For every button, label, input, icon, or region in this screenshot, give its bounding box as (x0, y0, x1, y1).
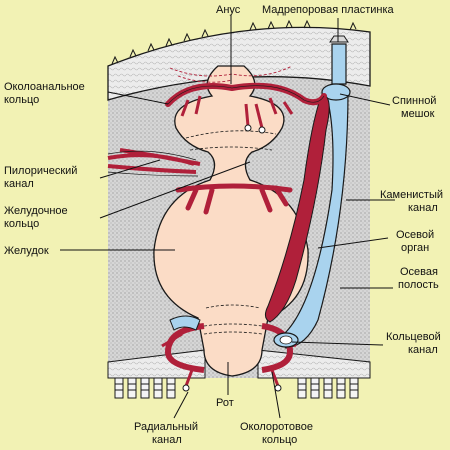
label-circumoral-ring-line2: кольцо (262, 434, 297, 446)
aboral-body-wall (107, 26, 371, 101)
circumanal-ring-outline (167, 85, 325, 105)
ring-canal (169, 315, 201, 331)
label-stone-canal-line2: канал (408, 202, 438, 214)
ring-canal-lumen (279, 335, 293, 345)
label-radial-canal-line1: Радиальный (134, 421, 198, 433)
label-pyloric-canal-line2: канал (4, 178, 34, 190)
digestive-tract (153, 65, 309, 377)
label-radial-canal-line2: канал (152, 434, 182, 446)
label-ring-canal-line1: Кольцевой (386, 331, 441, 343)
dorsal-sac (321, 83, 351, 101)
label-axial-cavity-line2: полость (398, 279, 439, 291)
leader-lines (60, 15, 395, 419)
stone-canal (280, 84, 349, 349)
aboral-vessel-network (169, 65, 293, 83)
label-circumoral-ring-line1: Околоротовое (240, 421, 313, 433)
label-gastric-ring-line2: кольцо (4, 218, 39, 230)
label-madreporite: Мадрепоровая пластинка (262, 4, 395, 16)
label-gastric-ring-line1: Желудочное (4, 205, 68, 217)
label-circumanal-ring-line1: Околоанальное (4, 81, 85, 93)
label-axial-organ-line2: орган (401, 242, 429, 254)
circumoral-ring (165, 323, 294, 373)
circumanal-branches (180, 95, 294, 129)
label-stone-canal-line1: Каменистый (380, 189, 443, 201)
tube-feet (114, 377, 359, 399)
gut-internal-lines (185, 130, 277, 335)
oral-body-wall (107, 349, 371, 379)
radial-vessels (161, 332, 297, 387)
axial-organ (264, 93, 330, 323)
label-pyloric-canal-line1: Пилорический (4, 165, 77, 177)
gastric-ring (175, 183, 293, 215)
label-stomach: Желудок (4, 245, 49, 257)
label-axial-cavity-line1: Осевая (400, 266, 438, 278)
madreporite-cap (329, 35, 349, 43)
branch-end-node (244, 124, 252, 132)
branch-end-node (258, 126, 266, 134)
madreporite-plate (331, 43, 347, 85)
radial-canal-end (182, 384, 190, 392)
label-ring-canal-line2: канал (408, 344, 438, 356)
label-axial-organ-line1: Осевой (396, 229, 434, 241)
radial-canal-end (274, 384, 282, 392)
label-dorsal-sac-line1: Спинной (392, 95, 436, 107)
label-circumanal-ring-line2: кольцо (4, 94, 39, 106)
label-dorsal-sac-line2: мешок (401, 108, 435, 120)
label-anus: Анус (216, 4, 241, 16)
label-mouth: Рот (216, 397, 234, 409)
spines (111, 19, 357, 65)
